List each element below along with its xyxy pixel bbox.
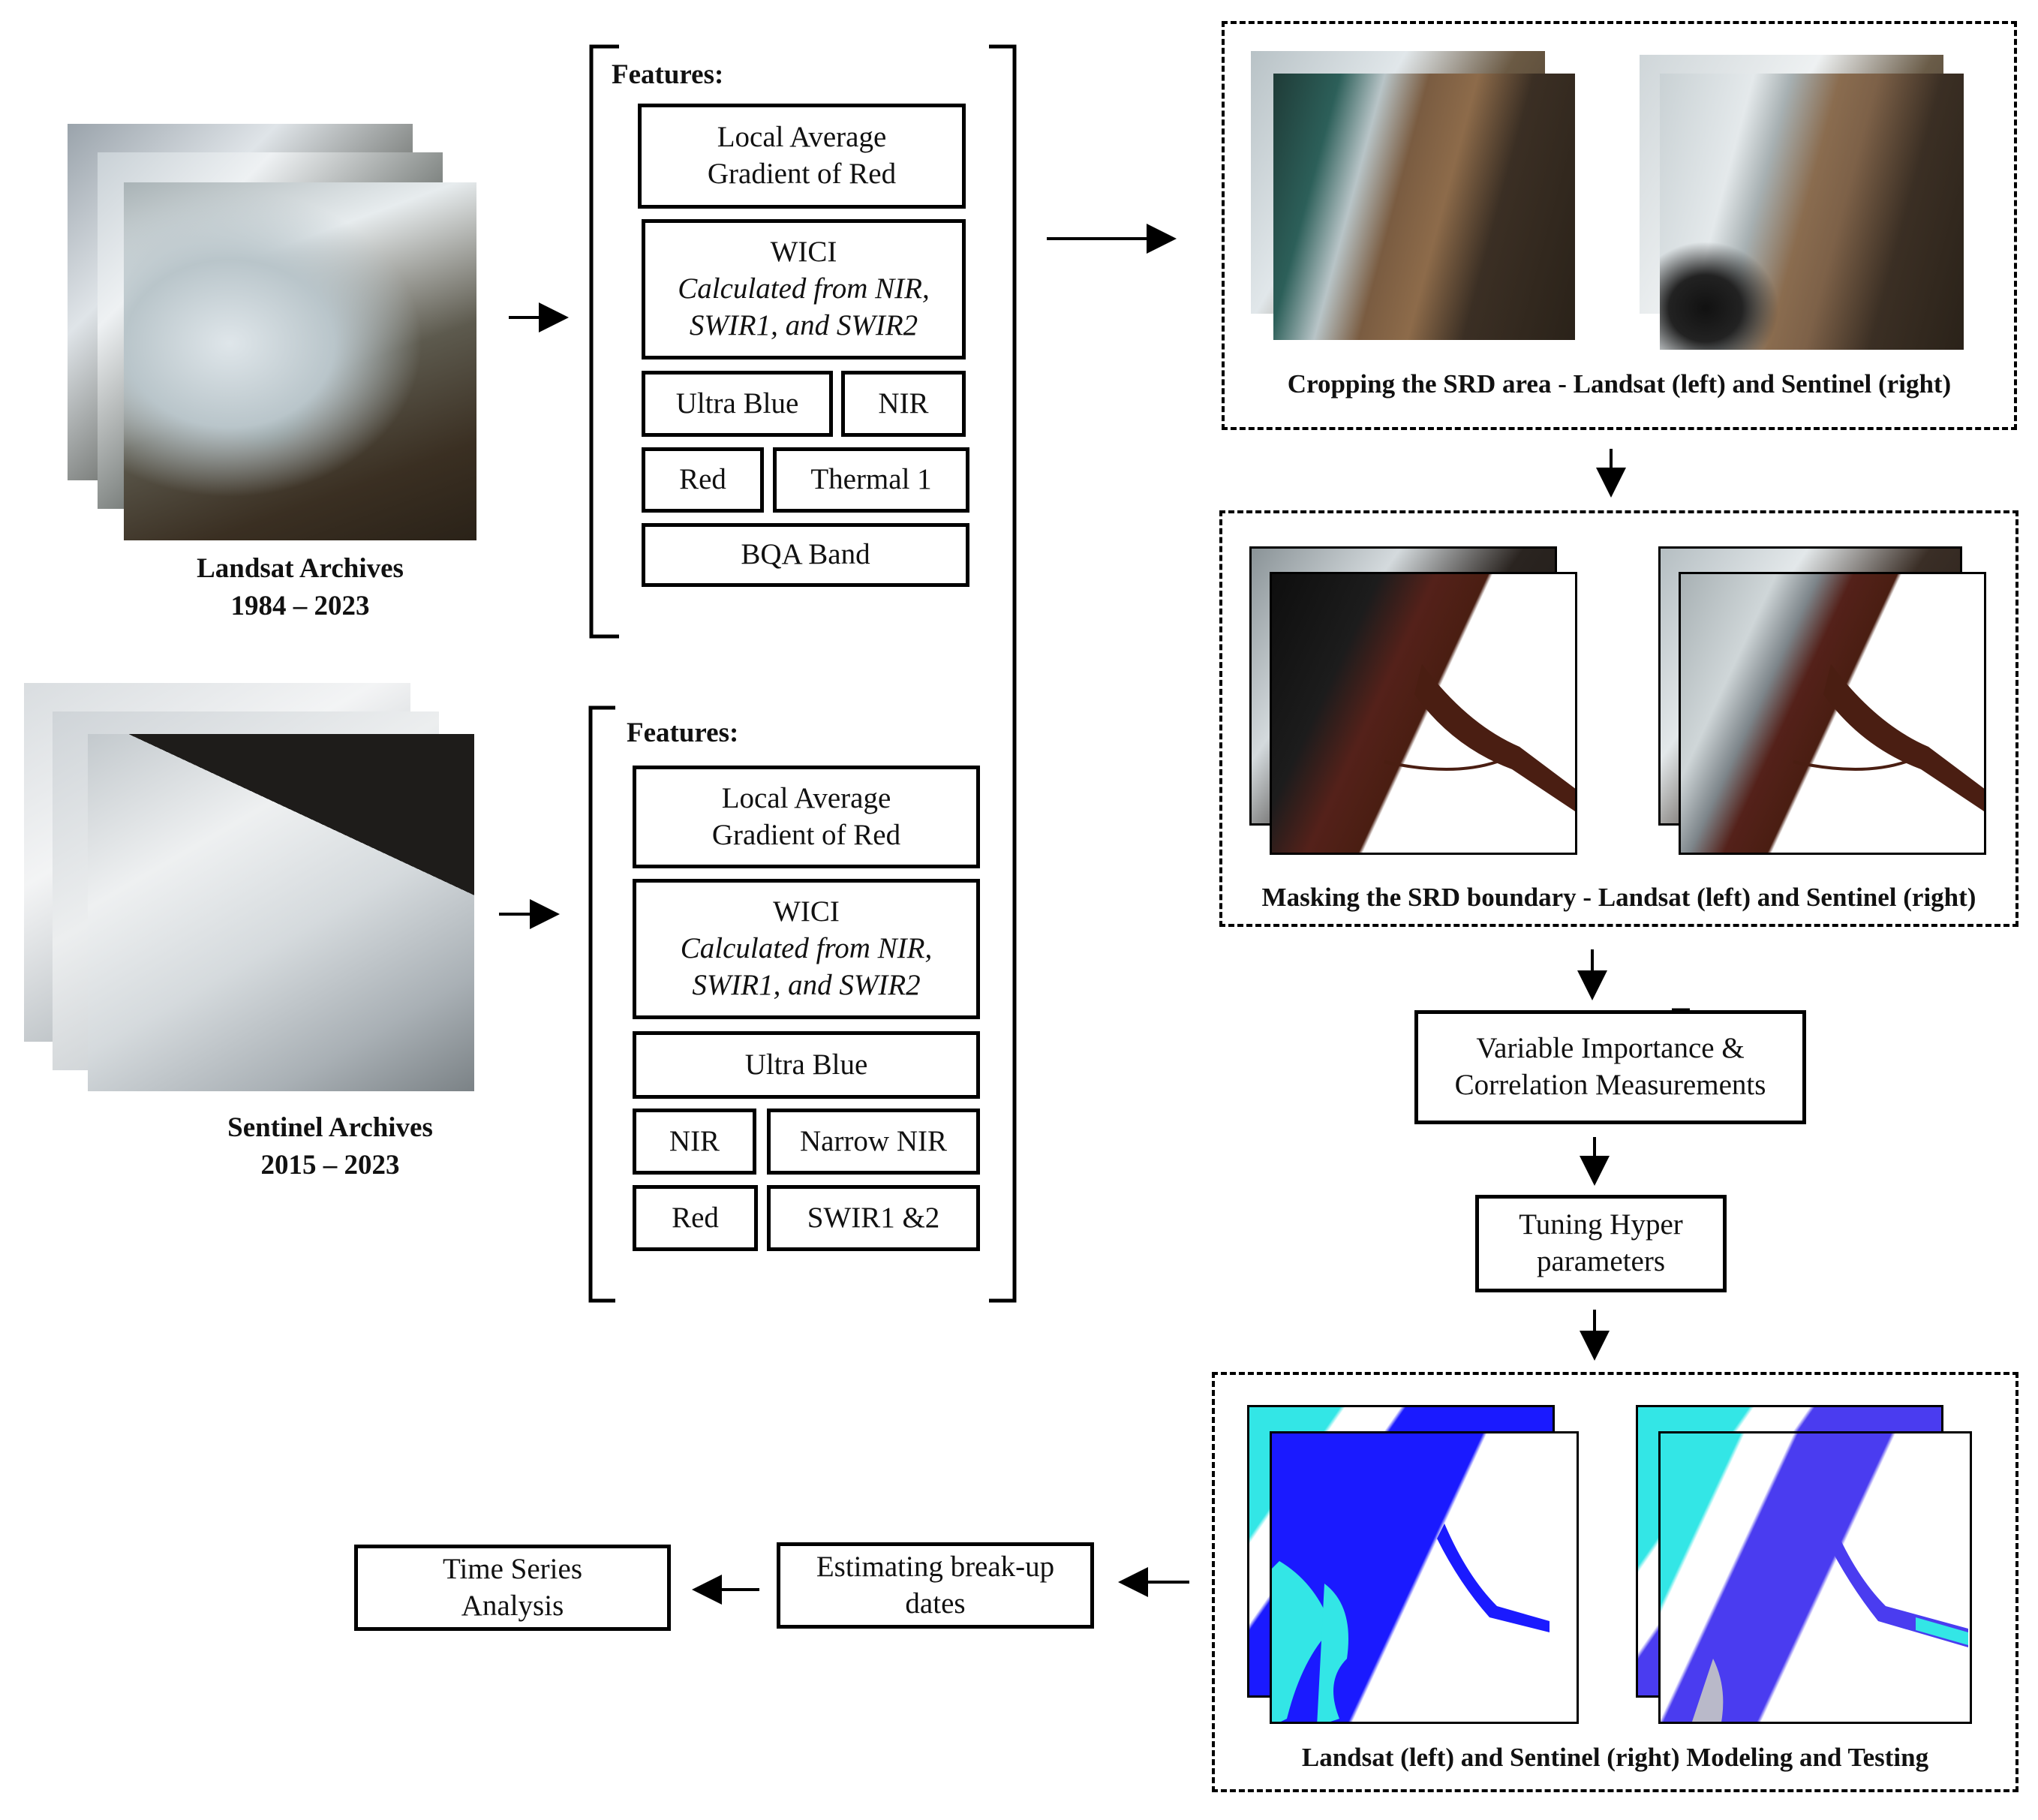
sentinel-ultra-blue-text: Ultra Blue	[744, 1048, 868, 1081]
sentinel-feature-swir: SWIR1 &2	[767, 1185, 980, 1251]
sentinel-image-front	[88, 734, 474, 1091]
sentinel-red-text: Red	[672, 1201, 719, 1234]
time-series-step: Time Series Analysis	[354, 1545, 671, 1631]
landsat-feature-nir: NIR	[841, 371, 966, 437]
sentinel-archive-title: Sentinel Archives	[227, 1112, 433, 1143]
sentinel-feature-red: Red	[633, 1185, 758, 1251]
flow-arrows	[499, 224, 1626, 1605]
landsat-red-text: Red	[679, 463, 726, 496]
landsat-feature-bqa: BQA Band	[642, 523, 969, 587]
landsat-archive-caption: Landsat Archives 1984 – 2023	[150, 550, 450, 625]
landsat-feature-thermal: Thermal 1	[773, 447, 969, 513]
landsat-features-bracket	[589, 44, 1017, 639]
masking-caption: Masking the SRD boundary - Landsat (left…	[1261, 883, 1976, 912]
sentinel-feature-wici: WICI Calculated from NIR, SWIR1, and SWI…	[633, 879, 980, 1019]
sentinel-features-bracket	[588, 636, 1017, 1303]
sentinel-image-stack	[24, 683, 474, 1092]
modeling-caption: Landsat (left) and Sentinel (right) Mode…	[1301, 1743, 1929, 1772]
modeling-sentinel-image	[1658, 1431, 1972, 1724]
time-series-text: Time Series Analysis	[443, 1552, 582, 1622]
landsat-wici-desc: Calculated from NIR, SWIR1, and SWIR2	[678, 272, 930, 341]
modeling-step-panel	[1212, 1372, 2018, 1792]
sentinel-feature-nir: NIR	[633, 1109, 756, 1175]
sentinel-wici-desc: Calculated from NIR, SWIR1, and SWIR2	[680, 932, 933, 1001]
cropping-caption: Cropping the SRD area - Landsat (left) a…	[1287, 369, 1952, 399]
landsat-feature-wici: WICI Calculated from NIR, SWIR1, and SWI…	[642, 219, 966, 359]
tuning-step: Tuning Hyper parameters	[1475, 1195, 1727, 1292]
landsat-feature-ultra-blue: Ultra Blue	[642, 371, 833, 437]
landsat-bqa-text: BQA Band	[741, 538, 870, 571]
sentinel-nir-text: NIR	[669, 1124, 720, 1157]
variable-importance-text: Variable Importance & Correlation Measur…	[1454, 1032, 1766, 1101]
sentinel-swir-text: SWIR1 &2	[807, 1201, 940, 1234]
landsat-feature-lag-text: Local Average Gradient of Red	[707, 121, 897, 190]
sentinel-feature-lag: Local Average Gradient of Red	[633, 766, 980, 868]
masking-step-panel	[1219, 510, 2018, 927]
cropping-sentinel-image	[1660, 74, 1964, 350]
landsat-ultra-blue-text: Ultra Blue	[675, 387, 799, 420]
sentinel-archive-years: 2015 – 2023	[260, 1149, 400, 1181]
variable-importance-step: Variable Importance & Correlation Measur…	[1414, 1010, 1806, 1124]
sentinel-archive-caption: Sentinel Archives 2015 – 2023	[180, 1109, 480, 1184]
breakup-dates-text: Estimating break-up dates	[816, 1550, 1055, 1620]
landsat-image-front	[124, 182, 476, 540]
landsat-wici-title: WICI	[770, 236, 837, 269]
cropping-landsat-image	[1273, 74, 1575, 340]
landsat-feature-red: Red	[642, 447, 764, 513]
landsat-thermal-text: Thermal 1	[810, 463, 932, 496]
masking-sentinel-image	[1679, 572, 1986, 855]
masking-sentinel-channel	[1793, 664, 1984, 811]
landsat-nir-text: NIR	[878, 387, 929, 420]
modeling-landsat-overlay	[1272, 1524, 1550, 1722]
sentinel-narrow-nir-text: Narrow NIR	[799, 1124, 948, 1157]
landsat-archive-years: 1984 – 2023	[230, 590, 370, 621]
landsat-feature-lag: Local Average Gradient of Red	[638, 104, 966, 209]
sentinel-features-label: Features:	[627, 717, 739, 748]
modeling-landsat-image	[1270, 1431, 1579, 1724]
landsat-image-stack	[68, 124, 480, 544]
landsat-features-label: Features:	[612, 59, 724, 90]
cropping-step-panel	[1222, 21, 2017, 430]
sentinel-wici-title: WICI	[773, 895, 840, 928]
modeling-sentinel-overlay	[1692, 1524, 1968, 1722]
breakup-dates-step: Estimating break-up dates	[777, 1542, 1094, 1629]
landsat-archive-title: Landsat Archives	[197, 553, 404, 584]
sentinel-feature-lag-text: Local Average Gradient of Red	[711, 781, 901, 851]
sentinel-feature-ultra-blue: Ultra Blue	[633, 1031, 980, 1099]
masking-landsat-image	[1270, 572, 1577, 855]
sentinel-feature-narrow-nir: Narrow NIR	[767, 1109, 980, 1175]
masking-landsat-channel	[1384, 664, 1575, 811]
tuning-text: Tuning Hyper parameters	[1519, 1208, 1683, 1277]
